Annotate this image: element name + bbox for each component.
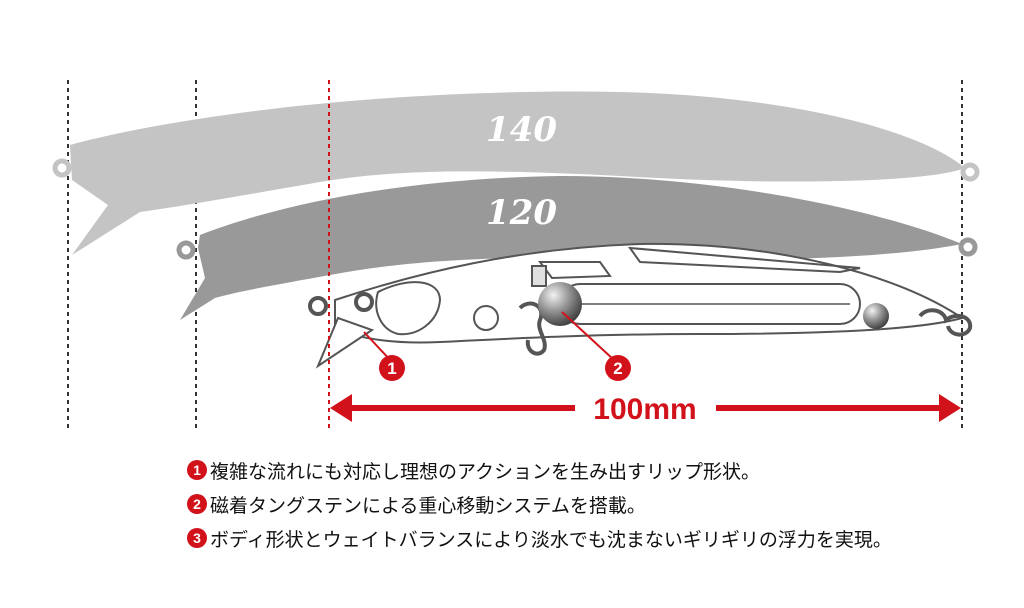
- marker-2: 2: [605, 355, 631, 381]
- marker-1-number: 1: [387, 359, 396, 378]
- feature-note-3-text: ボディ形状とウェイトバランスにより淡水でも沈まないギリギリの浮力を実現。: [210, 528, 892, 551]
- arrowhead-left: [330, 394, 352, 422]
- lure-100-cutaway: [308, 242, 973, 369]
- arrowhead-right: [939, 394, 961, 422]
- feature-note-3: 3 ボディ形状とウェイトバランスにより淡水でも沈まないギリギリの浮力を実現。: [187, 521, 1007, 555]
- callout-line-2: [561, 311, 615, 361]
- fixed-weight: [863, 303, 889, 329]
- feature-note-2-text: 磁着タングステンによる重心移動システムを搭載。: [210, 494, 646, 517]
- slot-marker: [531, 265, 547, 287]
- feature-note-1-badge: 1: [187, 460, 207, 480]
- tungsten-ball: [538, 282, 582, 326]
- dimension-label: 100mm: [593, 393, 696, 426]
- head-chamber: [375, 281, 442, 336]
- marker-1: 1: [379, 355, 405, 381]
- side-port: [473, 305, 499, 331]
- lure-lip: [315, 316, 375, 369]
- rear-hook-hanger: [918, 308, 973, 337]
- feature-notes: 1 複雑な流れにも対応し理想のアクションを生み出すリップ形状。 2 磁着タングス…: [187, 453, 1007, 555]
- size-label-120: 120: [486, 193, 557, 233]
- feature-note-2: 2 磁着タングステンによる重心移動システムを搭載。: [187, 487, 1007, 521]
- lure-body-outline: [334, 242, 965, 344]
- back-panel: [538, 261, 612, 280]
- belly-hook-hanger: [518, 301, 547, 356]
- size-label-140: 140: [486, 110, 557, 150]
- dimension-arrow: 100mm: [330, 393, 961, 426]
- feature-note-1: 1 複雑な流れにも対応し理想のアクションを生み出すリップ形状。: [187, 453, 1007, 487]
- feature-note-2-badge: 2: [187, 494, 207, 514]
- marker-2-number: 2: [613, 359, 622, 378]
- line-tie-inner: [354, 292, 374, 312]
- top-rail: [627, 246, 861, 274]
- line-tie: [308, 296, 328, 316]
- lure-140-silhouette: 140: [52, 91, 980, 255]
- feature-note-3-badge: 3: [187, 528, 207, 548]
- feature-note-1-text: 複雑な流れにも対応し理想のアクションを生み出すリップ形状。: [210, 460, 761, 483]
